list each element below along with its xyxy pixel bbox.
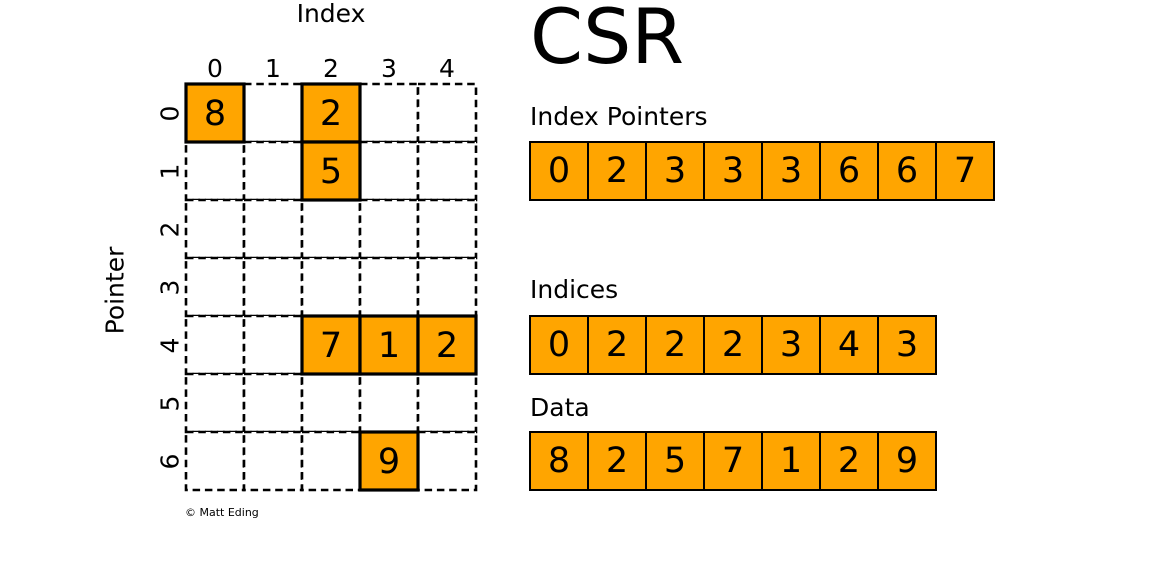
- array-cell: 1: [762, 431, 820, 490]
- data-label: Data: [530, 393, 590, 422]
- matrix-row-label: 1: [155, 142, 185, 200]
- array-cell: 3: [646, 141, 704, 200]
- matrix-empty-cell: [184, 314, 246, 376]
- matrix-empty-cell: [242, 198, 304, 260]
- indices-label: Indices: [530, 275, 619, 304]
- matrix-empty-cell: [416, 372, 478, 434]
- matrix-row-label: 0: [155, 84, 185, 142]
- matrix-cell-value: 7: [320, 326, 342, 366]
- matrix-filled-cell: [358, 314, 420, 376]
- array-cell: 3: [762, 141, 820, 200]
- matrix-empty-cell: [358, 372, 420, 434]
- matrix-row-label-text: 2: [155, 221, 185, 237]
- matrix-empty-cell: [416, 256, 478, 318]
- page-title: CSR: [530, 0, 685, 81]
- matrix-empty-cell: [242, 256, 304, 318]
- matrix-empty-cell: [416, 198, 478, 260]
- matrix-empty-cell: [184, 140, 246, 202]
- array-cell: 3: [704, 141, 762, 200]
- matrix-row-label-text: 4: [155, 337, 185, 353]
- matrix-empty-cell: [300, 256, 362, 318]
- matrix-empty-cell: [416, 140, 478, 202]
- matrix-empty-cell: [358, 140, 420, 202]
- array-cell: 6: [878, 141, 936, 200]
- matrix-cell-value: 2: [320, 94, 342, 134]
- matrix-empty-cell: [242, 140, 304, 202]
- matrix-cell-value: 9: [378, 442, 400, 482]
- array-cell: 3: [762, 315, 820, 374]
- matrix-empty-cell: [184, 198, 246, 260]
- matrix-empty-cell: [300, 198, 362, 260]
- matrix-col-label: 4: [439, 54, 455, 83]
- matrix-empty-cell: [358, 198, 420, 260]
- matrix-filled-cell: [184, 82, 246, 144]
- matrix-x-axis-label: Index: [296, 0, 366, 28]
- matrix-empty-cell: [416, 430, 478, 492]
- array-cell: 7: [704, 431, 762, 490]
- matrix-col-label: 0: [207, 54, 223, 83]
- matrix-cell-value: 2: [436, 326, 458, 366]
- matrix-filled-cell: [300, 140, 362, 202]
- matrix-filled-cell: [416, 314, 478, 376]
- matrix-row-label-text: 6: [155, 453, 185, 469]
- matrix-empty-cell: [300, 372, 362, 434]
- array-cell: 3: [878, 315, 936, 374]
- matrix-row-label: 4: [155, 316, 185, 374]
- matrix-y-axis-label-wrap: Pointer: [100, 90, 130, 490]
- matrix-row-label: 6: [155, 432, 185, 490]
- matrix-row-label: 5: [155, 374, 185, 432]
- matrix-row-label: 2: [155, 200, 185, 258]
- matrix-col-label: 2: [323, 54, 339, 83]
- matrix-cell-value: 5: [320, 152, 342, 192]
- array-cell: 2: [588, 141, 646, 200]
- matrix-empty-cell: [242, 372, 304, 434]
- matrix-filled-cell: [358, 430, 420, 492]
- matrix-row-labels: 0 1 2 3 4 5 6: [155, 84, 185, 490]
- copyright-text: © Matt Eding: [185, 506, 259, 519]
- array-cell: 2: [588, 315, 646, 374]
- array-cell: 9: [878, 431, 936, 490]
- matrix-empty-cell: [358, 256, 420, 318]
- matrix-col-label: 3: [381, 54, 397, 83]
- matrix-y-axis-label: Pointer: [100, 246, 130, 334]
- matrix-empty-cell: [242, 430, 304, 492]
- matrix-row-label: 3: [155, 258, 185, 316]
- array-cell: 8: [530, 431, 588, 490]
- array-cell: 7: [936, 141, 994, 200]
- array-cell: 2: [820, 431, 878, 490]
- matrix-col-labels: 0 1 2 3 4: [186, 55, 476, 83]
- matrix-cell-value: 1: [378, 326, 400, 366]
- matrix-empty-cell: [184, 430, 246, 492]
- matrix-empty-cell: [242, 314, 304, 376]
- matrix-empty-cell: [358, 82, 420, 144]
- matrix-empty-cell: [416, 82, 478, 144]
- array-cell: 5: [646, 431, 704, 490]
- matrix-cell-value: 8: [204, 94, 226, 134]
- matrix-row-label-text: 0: [155, 105, 185, 121]
- array-cell: 2: [646, 315, 704, 374]
- array-cell: 4: [820, 315, 878, 374]
- array-cell: 0: [530, 315, 588, 374]
- matrix-row-label-text: 5: [155, 395, 185, 411]
- array-cell: 6: [820, 141, 878, 200]
- matrix-empty-cell: [184, 372, 246, 434]
- matrix-empty-cell: [300, 430, 362, 492]
- index-pointers-label: Index Pointers: [530, 102, 708, 131]
- array-cell: 2: [588, 431, 646, 490]
- matrix-col-label: 1: [265, 54, 281, 83]
- matrix-empty-cell: [242, 82, 304, 144]
- matrix-empty-cell: [184, 256, 246, 318]
- matrix-row-label-text: 3: [155, 279, 185, 295]
- array-cell: 2: [704, 315, 762, 374]
- matrix-row-label-text: 1: [155, 163, 185, 179]
- array-cell: 0: [530, 141, 588, 200]
